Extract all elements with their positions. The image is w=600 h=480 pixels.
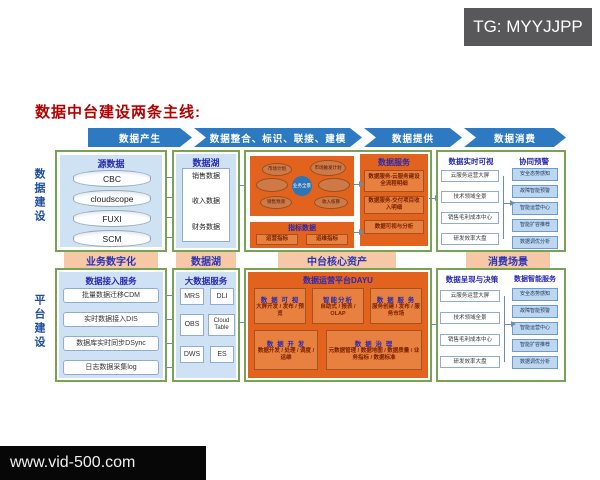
dayu-cell-governance: 数 据 治 理 元数据管理 / 数据地图 / 数据质量 / 业务指标 / 数据标… [326,330,422,370]
decision-right-3: 智能运营中心 [512,322,558,335]
data-lake-header: 数据湖 [192,158,220,168]
consume-right-3: 智能运营中心 [512,202,558,215]
consume-left-header: 数据实时可视 [448,157,494,166]
stage-label-datalake: 数据湖 [176,252,236,269]
dayu-cell-services: 数 据 服 务 服务创建 / 发布 / 服务市场 [370,288,422,324]
arrow-theme-to-service [354,181,364,187]
bigdata-dws: DWS [180,346,204,363]
consume-right-5: 数据调优分析 [512,236,558,249]
arrow-metrics-to-service [354,229,364,235]
dayu-cell-develop-body: 数据开发 / 处理 / 调度 / 运维 [257,348,315,361]
consume-right-1: 安全态势感知 [512,168,558,181]
ingest-header: 数据接入服务 [85,276,137,286]
side-label-data-build: 数据建设 [33,168,45,224]
service-item-3: 数据可视与分析 [364,220,424,234]
source-systems-header: 源数据 [97,159,125,169]
decision-right-2: 故障智能预警 [512,305,558,318]
system-scm: SCM [73,230,151,247]
decision-right-5: 数据调优分析 [512,356,558,369]
dayu-cell-develop: 数 据 开 发 数据开发 / 处理 / 调度 / 运维 [254,330,318,370]
theme-ellipse-6: 收入核算 [314,196,348,209]
metric-ops: 运营指标 [256,234,298,245]
flow-stage-consume: 数据消费 [464,128,566,147]
dayu-cell-visual-body: 大屏开发 / 发布 / 预览 [256,304,304,317]
system-cloudscope: cloudscope [73,190,151,207]
dayu-cell-analytics: 智能分析 自助式 / 报表 / OLAP [312,288,364,324]
flow-stage-integrate: 数据整合、标识、联接、建模 [194,128,362,147]
service-item-2-label: 数据服务-交付项目收入明细 [368,198,420,211]
stage-label-core-assets: 中台核心资产 [278,252,396,269]
consume-right-header: 协同预警 [519,157,549,166]
arrow-decision-columns [504,321,516,327]
dayu-cell-services-body: 服务创建 / 发布 / 服务市场 [372,304,420,317]
watermark-website-badge: www.vid-500.com [0,446,206,480]
consume-right-2: 故障智能预警 [512,185,558,198]
decision-left-3: 销售毛利成本中心 [440,334,500,346]
bigdata-dli: DLI [210,288,234,305]
metric-maint: 运维指标 [306,234,348,245]
consume-left-2: 技术领域全景 [441,191,499,203]
lake-item-sales: 销售数据 [192,173,220,180]
ingest-item-log: 日志数据采集log [63,360,159,375]
dayu-header: 数据运营平台DAYU [303,276,373,285]
bigdata-es: ES [210,346,234,363]
decision-left-header: 数据呈现与决策 [445,275,499,284]
theme-center-node: 业务全景 [292,176,312,196]
theme-ellipse-1: 市场计划 [262,163,292,176]
service-item-1-label: 数据服务-云服务建设全流程明细 [368,174,420,187]
metric-ops-label: 运营指标 [265,236,288,243]
theme-ellipse-3 [256,178,288,192]
metrics-header: 指标数据 [288,225,316,232]
system-fuxi: FUXI [73,210,151,227]
dayu-cell-governance-body: 元数据管理 / 数据地图 / 数据质量 / 业务指标 / 数据标准 [328,348,420,361]
consume-left-4: 研发效率大盘 [441,233,499,245]
data-lake-inner [182,168,230,242]
system-cbc: CBC [73,170,151,187]
data-services-header: 数据服务 [378,158,410,167]
decision-left-4: 研发效率大盘 [440,356,500,368]
lake-item-finance: 财务数据 [192,224,220,231]
ingest-item-dis: 实时数据接入DIS [63,312,159,327]
theme-ellipse-2: 市场触发计划 [310,160,346,176]
decision-connector-line [504,296,505,362]
watermark-telegram-badge: TG: MYYJJPP [464,8,592,46]
side-label-platform-build: 平台建设 [33,294,45,350]
dayu-cell-visual-title: 数 据 可 视 [260,297,300,305]
decision-right-1: 安全态势感知 [512,288,558,301]
dayu-cell-governance-title: 数 据 治 理 [354,341,394,349]
stage-label-digitalization: 业务数字化 [64,252,158,269]
page-title: 数据中台建设两条主线: [35,104,201,121]
decision-left-2: 技术领域全景 [440,312,500,324]
bigdata-obs: OBS [180,314,204,336]
consume-right-4: 智能扩容推荐 [512,219,558,232]
ingest-item-dsync: 数据库实时同步DSync [63,336,159,351]
bigdata-cloudtable: Cloud Table [208,314,235,336]
dayu-cell-visual: 数 据 可 视 大屏开发 / 发布 / 预览 [254,288,306,324]
dayu-cell-develop-title: 数 据 开 发 [266,341,306,349]
bigdata-mrs: MRS [180,288,204,305]
theme-ellipse-4 [318,178,350,192]
arrow-consume-columns [503,200,515,206]
ingest-item-cdm: 批量数据迁移CDM [63,288,159,303]
consume-connector-line [503,176,504,239]
decision-right-4: 智能扩容推荐 [512,339,558,352]
service-item-2: 数据服务-交付项目收入明细 [364,196,424,214]
decision-right-header: 数据智能服务 [514,276,556,283]
dayu-cell-services-title: 数 据 服 务 [376,297,416,305]
metric-maint-label: 运维指标 [315,236,338,243]
dayu-cell-analytics-title: 智能分析 [323,297,353,305]
consume-left-3: 销售毛利成本中心 [441,212,499,224]
dayu-cell-analytics-body: 自助式 / 报表 / OLAP [320,304,356,317]
lake-item-revenue: 收入数据 [192,198,220,205]
decision-left-1: 云服务运营大屏 [440,290,500,302]
theme-ellipse-5: 销售预测 [260,196,292,209]
flow-stage-produce: 数据产生 [88,128,192,147]
service-item-3-label: 数据可视与分析 [374,223,414,230]
stage-label-consume-scene: 消费场景 [466,252,550,269]
arrow-core-to-consume [429,195,440,201]
flow-stage-provide: 数据提供 [364,128,462,147]
service-item-1: 数据服务-云服务建设全流程明细 [364,170,424,192]
consume-left-1: 云服务运营大屏 [441,170,499,182]
bigdata-header: 大数据服务 [184,276,228,286]
